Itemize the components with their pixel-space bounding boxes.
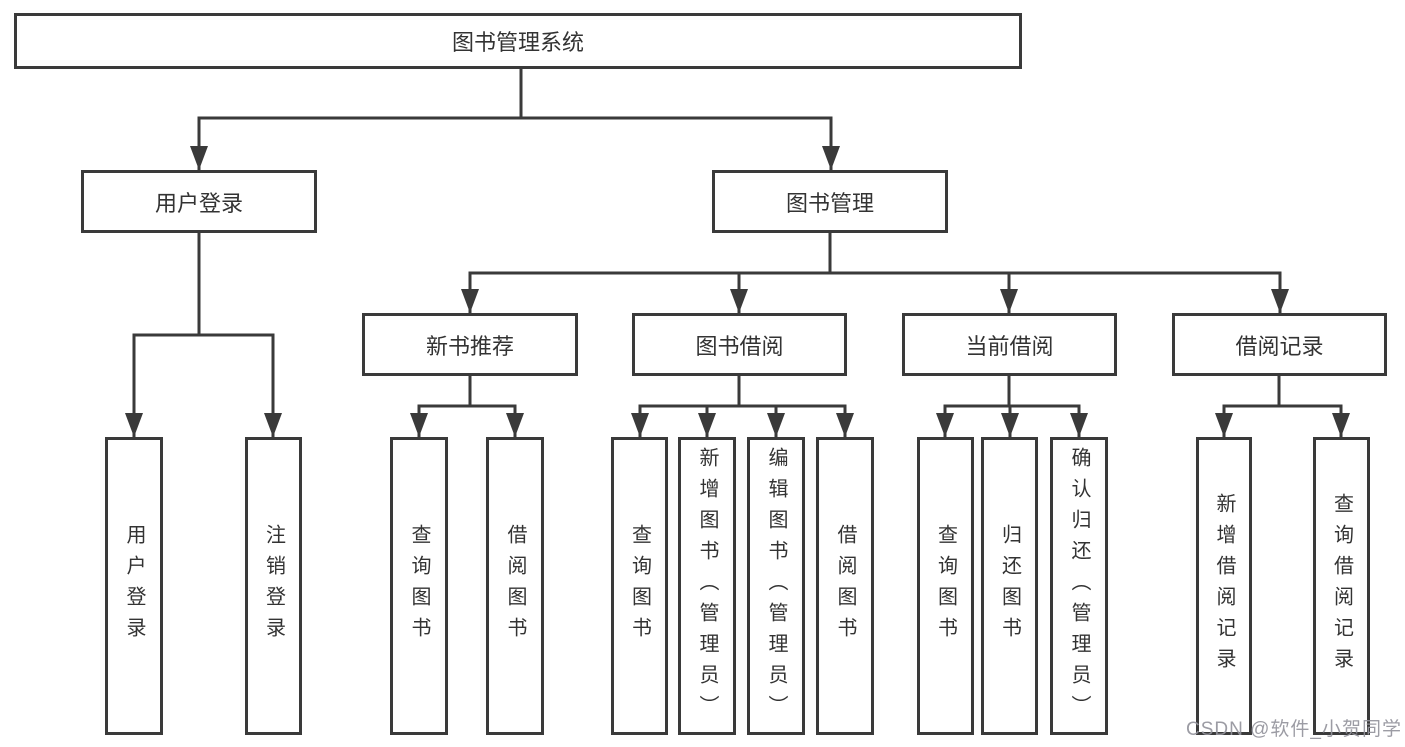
leaf-current-return-label: 归还图书 [998, 524, 1021, 648]
leaf-current-confirm: 确认归还（管理员） [1050, 437, 1108, 735]
arrowhead-icon [1000, 289, 1018, 313]
node-current-borrowing-label: 当前借阅 [965, 333, 1054, 359]
arrowhead-icon [1332, 413, 1350, 437]
arrowhead-icon [767, 413, 785, 437]
node-book-management-label: 图书管理 [785, 190, 874, 216]
arrowhead-icon [1070, 413, 1088, 437]
arrowhead-icon [506, 413, 524, 437]
node-book-borrowing-label: 图书借阅 [695, 333, 784, 359]
arrowheads [125, 146, 1350, 437]
node-new-book-recommend: 新书推荐 [362, 313, 578, 376]
node-book-management: 图书管理 [712, 170, 948, 233]
node-user-login: 用户登录 [81, 170, 317, 233]
leaf-borrow-borrow-label: 借阅图书 [834, 524, 856, 648]
leaf-records-search-label: 查询借阅记录 [1330, 493, 1353, 679]
leaf-borrow-search-label: 查询图书 [628, 524, 651, 648]
leaf-user-login-label: 用户登录 [123, 524, 145, 648]
leaf-borrow-borrow: 借阅图书 [816, 437, 874, 735]
arrowhead-icon [836, 413, 854, 437]
node-current-borrowing: 当前借阅 [902, 313, 1117, 376]
node-borrowing-records-label: 借阅记录 [1235, 333, 1324, 359]
watermark: CSDN @软件_小贺同学 [1186, 719, 1402, 740]
node-borrowing-records: 借阅记录 [1172, 313, 1387, 376]
connector-path [132, 67, 1343, 439]
leaf-logout-label: 注销登录 [262, 524, 285, 648]
leaf-newbook-borrow: 借阅图书 [486, 437, 544, 735]
arrowhead-icon [936, 413, 954, 437]
arrowhead-icon [730, 289, 748, 313]
leaf-newbook-borrow-label: 借阅图书 [504, 524, 526, 648]
leaf-logout: 注销登录 [245, 437, 302, 735]
leaf-borrow-add: 新增图书（管理员） [678, 437, 736, 735]
leaf-records-add: 新增借阅记录 [1196, 437, 1252, 735]
leaf-borrow-edit-label: 编辑图书（管理员） [765, 446, 787, 726]
leaf-borrow-search: 查询图书 [611, 437, 668, 735]
arrowhead-icon [264, 413, 282, 437]
arrowhead-icon [190, 146, 208, 170]
leaf-records-search: 查询借阅记录 [1313, 437, 1370, 735]
leaf-newbook-search-label: 查询图书 [408, 524, 430, 648]
arrowhead-icon [410, 413, 428, 437]
arrowhead-icon [822, 146, 840, 170]
leaf-current-search: 查询图书 [917, 437, 974, 735]
leaf-records-add-label: 新增借阅记录 [1213, 493, 1235, 679]
leaf-user-login: 用户登录 [105, 437, 163, 735]
node-book-borrowing: 图书借阅 [632, 313, 847, 376]
leaf-borrow-add-label: 新增图书（管理员） [696, 446, 718, 726]
node-new-book-recommend-label: 新书推荐 [425, 333, 514, 359]
leaf-borrow-edit: 编辑图书（管理员） [747, 437, 805, 735]
arrowhead-icon [631, 413, 649, 437]
arrowhead-icon [125, 413, 143, 437]
node-root-label: 图书管理系统 [451, 30, 584, 55]
arrowhead-icon [698, 413, 716, 437]
leaf-current-return: 归还图书 [981, 437, 1038, 735]
arrowhead-icon [461, 289, 479, 313]
leaf-newbook-search: 查询图书 [390, 437, 448, 735]
node-user-login-label: 用户登录 [154, 190, 243, 216]
leaf-current-confirm-label: 确认归还（管理员） [1068, 446, 1090, 726]
arrowhead-icon [1001, 413, 1019, 437]
node-root: 图书管理系统 [14, 13, 1022, 69]
leaf-current-search-label: 查询图书 [934, 524, 957, 648]
arrowhead-icon [1215, 413, 1233, 437]
arrowhead-icon [1271, 289, 1289, 313]
